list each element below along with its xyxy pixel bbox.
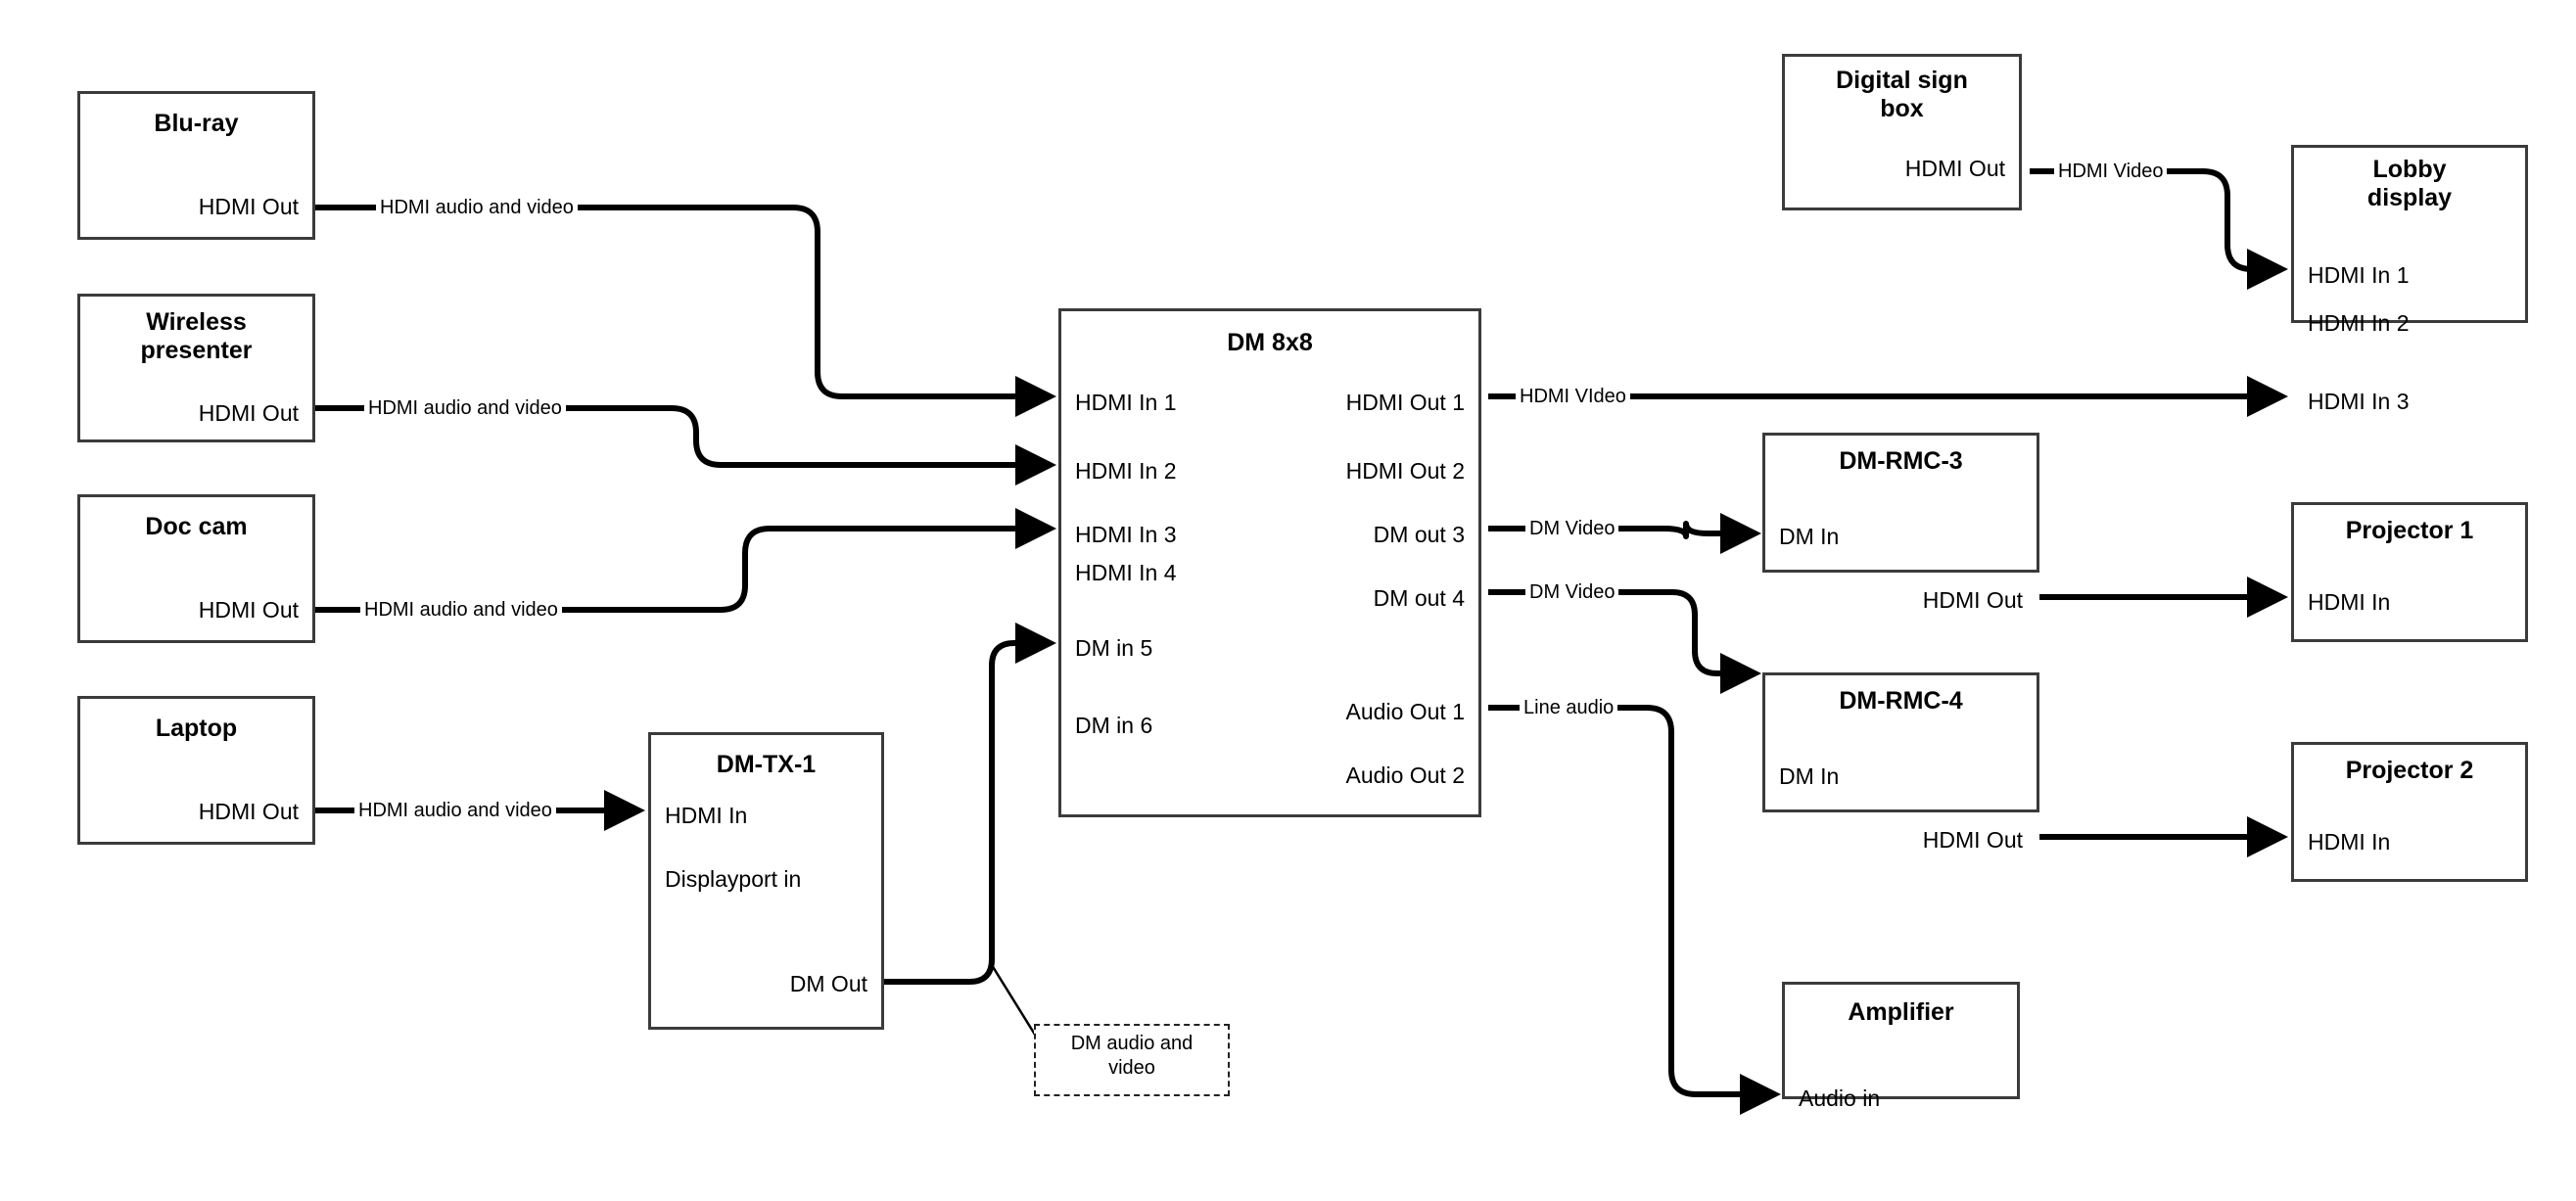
device-lobby-display-title-line1: Lobby bbox=[2372, 156, 2447, 183]
device-amplifier[interactable]: Amplifier Audio in bbox=[1782, 982, 2020, 1110]
wire-dmtx1-to-dm-in-5 bbox=[884, 623, 1056, 985]
device-dm-8x8-title: DM 8x8 bbox=[1227, 329, 1313, 356]
device-dm-tx-1-port-dm-out: DM Out bbox=[789, 971, 867, 996]
device-wireless-presenter-title-line2: presenter bbox=[140, 337, 253, 364]
wire-dm-out-3-to-dmrmc3 bbox=[1488, 513, 1761, 554]
device-lobby-display-port-hdmi-in-1: HDMI In 1 bbox=[2308, 262, 2410, 288]
callout-leader-line bbox=[990, 964, 1042, 1043]
callout-dm-audio-and-video-line2: video bbox=[1108, 1057, 1155, 1079]
wire-label-hdmi-out-1-to-lobby: HDMI VIdeo bbox=[1516, 387, 1630, 406]
device-dm-rmc-3-port-hdmi-out: HDMI Out bbox=[1922, 587, 2023, 613]
device-dm-8x8-output-hdmi-out-2: HDMI Out 2 bbox=[1345, 458, 1465, 484]
device-bluray[interactable]: Blu-ray HDMI Out bbox=[77, 91, 315, 240]
device-lobby-display-port-hdmi-in-3: HDMI In 3 bbox=[2308, 389, 2410, 414]
device-doc-cam-title: Doc cam bbox=[145, 513, 248, 540]
device-dm-8x8-input-hdmi-in-1: HDMI In 1 bbox=[1075, 390, 1177, 415]
device-dm-rmc-4-port-hdmi-out: HDMI Out bbox=[1922, 827, 2023, 853]
device-dm-tx-1-title: DM-TX-1 bbox=[716, 751, 817, 778]
callout-dm-audio-and-video: DM audio and video bbox=[1034, 1024, 1230, 1096]
device-digital-sign-box-title-line1: Digital sign bbox=[1836, 67, 1968, 94]
device-dm-rmc-4[interactable]: DM-RMC-4 DM In HDMI Out bbox=[1762, 672, 2039, 852]
wire-dm-out-4-to-dmrmc4 bbox=[1488, 589, 1761, 694]
device-wireless-presenter-port-hdmi-out: HDMI Out bbox=[198, 400, 299, 426]
wire-label-doccam-to-hdmi-in-3: HDMI audio and video bbox=[360, 600, 562, 620]
wire-label-bluray-to-hdmi-in-1: HDMI audio and video bbox=[376, 198, 578, 217]
device-dm-8x8-output-dm-out-4: DM out 4 bbox=[1373, 585, 1465, 611]
device-laptop[interactable]: Laptop HDMI Out bbox=[77, 696, 315, 845]
device-dm-tx-1[interactable]: DM-TX-1 HDMI In Displayport in DM Out bbox=[648, 732, 884, 1030]
wire-doccam-to-hdmi-in-3 bbox=[315, 508, 1056, 613]
device-bluray-port-hdmi-out: HDMI Out bbox=[198, 194, 299, 219]
device-amplifier-title: Amplifier bbox=[1848, 998, 1954, 1026]
device-dm-tx-1-port-hdmi-in: HDMI In bbox=[665, 803, 748, 828]
device-amplifier-port-audio-in: Audio in bbox=[1799, 1086, 1881, 1111]
device-dm-rmc-3[interactable]: DM-RMC-3 DM In HDMI Out bbox=[1762, 433, 2039, 612]
device-wireless-presenter-title-line1: Wireless bbox=[146, 308, 247, 336]
device-dm-8x8-input-hdmi-in-2: HDMI In 2 bbox=[1075, 458, 1177, 484]
device-projector-2-title: Projector 2 bbox=[2345, 757, 2474, 784]
wire-bluray-to-hdmi-in-1 bbox=[315, 205, 1056, 417]
device-projector-2[interactable]: Projector 2 HDMI In bbox=[2291, 742, 2528, 882]
device-dm-rmc-3-title: DM-RMC-3 bbox=[1839, 447, 1963, 475]
device-digital-sign-box[interactable]: Digital sign box HDMI Out bbox=[1782, 54, 2022, 210]
device-dm-8x8-output-hdmi-out-1: HDMI Out 1 bbox=[1345, 390, 1465, 415]
device-dm-rmc-3-port-dm-in: DM In bbox=[1779, 524, 1840, 549]
device-projector-1-title: Projector 1 bbox=[2345, 517, 2474, 544]
device-bluray-title: Blu-ray bbox=[154, 110, 239, 137]
wire-label-wireless-to-hdmi-in-2: HDMI audio and video bbox=[364, 398, 566, 418]
wire-wireless-to-hdmi-in-2 bbox=[315, 405, 1056, 485]
device-dm-8x8-output-dm-out-3: DM out 3 bbox=[1373, 522, 1465, 547]
wire-label-dm-out-3-to-dmrmc3: DM Video bbox=[1525, 519, 1619, 538]
device-dm-8x8-output-audio-out-2: Audio Out 2 bbox=[1345, 762, 1465, 788]
device-projector-1-port-hdmi-in: HDMI In bbox=[2308, 589, 2391, 615]
device-dm-8x8[interactable]: DM 8x8 HDMI In 1 HDMI In 2 HDMI In 3 HDM… bbox=[1058, 308, 1481, 817]
device-laptop-port-hdmi-out: HDMI Out bbox=[198, 799, 299, 824]
callout-dm-audio-and-video-line1: DM audio and bbox=[1070, 1033, 1194, 1054]
wire-digitalsign-to-lobby-in-1 bbox=[2030, 168, 2288, 290]
device-dm-8x8-output-audio-out-1: Audio Out 1 bbox=[1345, 699, 1465, 724]
device-dm-tx-1-port-displayport-in: Displayport in bbox=[665, 866, 802, 892]
wire-audio-out-1-to-amplifier bbox=[1488, 705, 1781, 1115]
device-projector-1[interactable]: Projector 1 HDMI In bbox=[2291, 502, 2528, 642]
device-doc-cam[interactable]: Doc cam HDMI Out bbox=[77, 494, 315, 643]
device-dm-8x8-input-hdmi-in-3: HDMI In 3 bbox=[1075, 522, 1177, 547]
device-laptop-title: Laptop bbox=[155, 715, 238, 742]
device-doc-cam-port-hdmi-out: HDMI Out bbox=[198, 597, 299, 623]
device-dm-8x8-input-dm-in-5: DM in 5 bbox=[1075, 635, 1153, 661]
device-dm-8x8-input-dm-in-6: DM in 6 bbox=[1075, 713, 1153, 738]
wire-label-dm-out-4-to-dmrmc4: DM Video bbox=[1525, 582, 1619, 602]
device-projector-2-port-hdmi-in: HDMI In bbox=[2308, 829, 2391, 855]
device-dm-rmc-4-title: DM-RMC-4 bbox=[1839, 687, 1963, 715]
device-dm-8x8-input-hdmi-in-4: HDMI In 4 bbox=[1075, 560, 1177, 585]
device-digital-sign-box-title-line2: box bbox=[1880, 95, 1924, 122]
wire-label-audio-out-1-to-amplifier: Line audio bbox=[1520, 698, 1618, 717]
device-dm-rmc-4-port-dm-in: DM In bbox=[1779, 763, 1840, 789]
device-lobby-display-title-line2: display bbox=[2366, 184, 2453, 211]
device-wireless-presenter[interactable]: Wireless presenter HDMI Out bbox=[77, 294, 315, 442]
wire-label-laptop-to-dm-tx-1: HDMI audio and video bbox=[354, 801, 556, 820]
wire-label-digitalsign-to-lobby: HDMI Video bbox=[2054, 162, 2168, 181]
device-lobby-display-port-hdmi-in-2: HDMI In 2 bbox=[2308, 310, 2410, 336]
device-digital-sign-box-port-hdmi-out: HDMI Out bbox=[1904, 156, 2005, 181]
device-lobby-display[interactable]: Lobby display HDMI In 1 HDMI In 2 HDMI I… bbox=[2291, 145, 2528, 413]
